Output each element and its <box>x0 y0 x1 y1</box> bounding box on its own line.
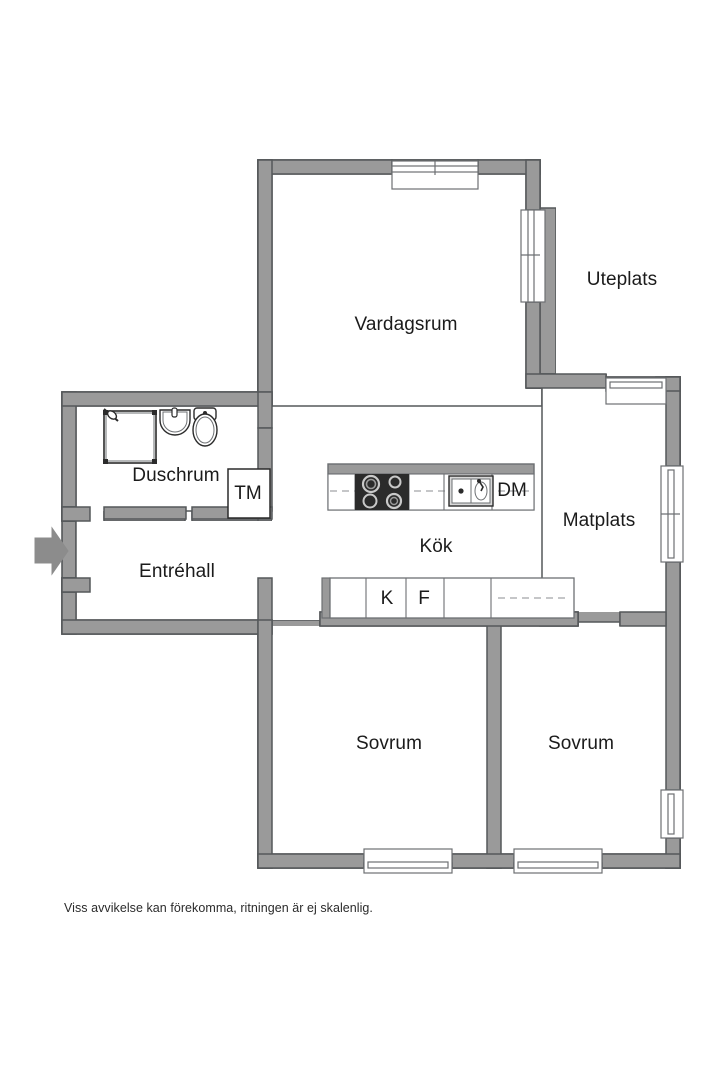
sovrum-vanster-floor <box>272 626 487 854</box>
window-vardagsrum-right <box>520 209 546 303</box>
appliance-label-f: F <box>418 588 430 609</box>
wall-center-vertical <box>257 619 273 869</box>
room-label-sovrum-vanster: Sovrum <box>355 733 423 754</box>
wall-lr-right-upper <box>525 159 541 211</box>
appliance-label-tm: TM <box>234 483 262 504</box>
kitchen-counter-upper <box>327 463 535 511</box>
matplats-floor <box>542 388 666 612</box>
entrance-arrow-icon <box>34 526 69 576</box>
wall-bedroom-top-b <box>619 611 667 627</box>
window-sovrum-right <box>660 789 684 839</box>
wall-uteplats-ledge <box>525 373 607 389</box>
wall-duschrum-top <box>61 391 273 407</box>
window-sovrum-vanster-bottom <box>363 848 453 874</box>
uteplats-floor <box>556 174 680 374</box>
wall-bottom-c <box>601 853 681 869</box>
wall-left-door-return-bottom <box>61 577 91 593</box>
wall-entrehall-bottom <box>61 619 273 635</box>
room-label-uteplats: Uteplats <box>586 269 658 290</box>
wall-duschrum-bottom-left <box>103 506 187 520</box>
wall-livingroom-left <box>257 159 273 407</box>
wall-right-b <box>665 561 681 791</box>
wall-bottom-a <box>257 853 365 869</box>
window-vardagsrum-top <box>391 160 479 190</box>
vardagsrum-floor <box>272 174 526 406</box>
shower-icon <box>103 408 157 464</box>
washbasin-icon <box>159 407 191 436</box>
cooktop-icon <box>355 474 409 510</box>
room-label-entrehall: Entréhall <box>139 561 215 582</box>
toilet-icon <box>192 407 218 447</box>
entrehall-floor <box>76 521 272 620</box>
room-label-kok: Kök <box>419 536 453 557</box>
appliance-label-dm: DM <box>497 480 527 501</box>
wall-duschrum-right <box>257 391 273 429</box>
windows <box>363 160 684 874</box>
wall-top-left <box>257 159 393 175</box>
sovrum-hoger-floor <box>501 626 666 854</box>
washing-machine-box <box>227 468 271 519</box>
room-interiors <box>76 174 680 854</box>
kitchen-counter-lower <box>321 577 575 619</box>
disclaimer-caption: Viss avvikelse kan förekomma, ritningen … <box>64 901 373 915</box>
bathroom-fixtures <box>103 407 271 519</box>
kitchen-sink-icon <box>448 475 494 507</box>
wall-left-upper <box>61 391 77 508</box>
wall-bottom-b <box>451 853 515 869</box>
wall-bedroom-divider <box>486 619 502 869</box>
wall-left-door-return-top <box>61 506 91 522</box>
room-label-duschrum: Duschrum <box>132 465 220 486</box>
window-matplats-right <box>660 465 684 563</box>
room-label-vardagsrum: Vardagsrum <box>354 314 458 335</box>
room-label-matplats: Matplats <box>562 510 636 531</box>
window-sovrum-hoger-bottom <box>513 848 603 874</box>
window-matplats-top <box>605 377 667 405</box>
appliance-label-k: K <box>380 588 394 609</box>
room-label-sovrum-hoger: Sovrum <box>547 733 615 754</box>
